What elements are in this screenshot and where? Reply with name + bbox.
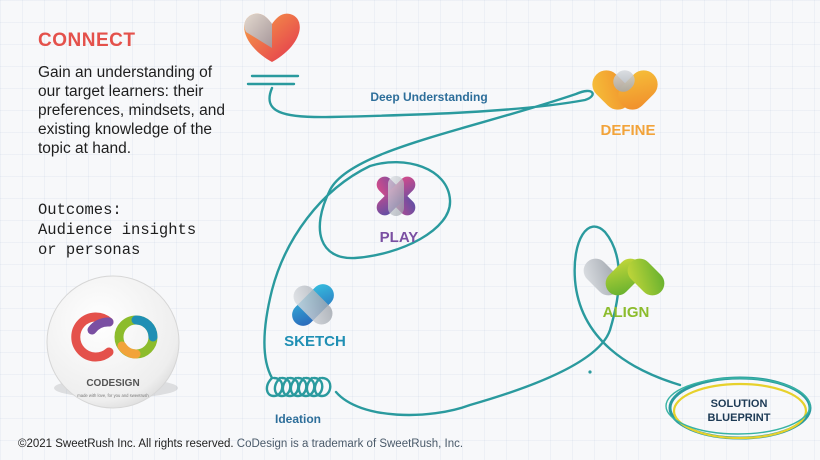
deep-understanding-label: Deep Understanding bbox=[370, 90, 487, 104]
sketch-label: SKETCH bbox=[284, 333, 346, 350]
connect-heading: CONNECT bbox=[38, 30, 136, 51]
define-label: DEFINE bbox=[600, 122, 655, 139]
codesign-logo-tagline: made with love, for you and sweetrush bbox=[77, 393, 149, 398]
connect-outcomes: Outcomes: Audience insights or personas bbox=[38, 201, 197, 259]
sketch-icon bbox=[292, 284, 334, 326]
footer-copyright: ©2021 SweetRush Inc. All rights reserved… bbox=[18, 438, 234, 450]
codesign-logo-brand: CODESIGN bbox=[86, 378, 139, 389]
solution-blueprint-label-line2: BLUEPRINT bbox=[708, 412, 771, 424]
connect-description: Gain an understanding of our target lear… bbox=[38, 64, 225, 157]
solution-blueprint-node: SOLUTION BLUEPRINT bbox=[665, 376, 812, 440]
solution-blueprint-label-line1: SOLUTION bbox=[711, 398, 768, 410]
align-label: ALIGN bbox=[603, 304, 650, 321]
ideation-label: Ideation bbox=[275, 412, 321, 426]
codesign-logo: CODESIGN made with love, for you and swe… bbox=[46, 275, 180, 409]
footer: ©2021 SweetRush Inc. All rights reserved… bbox=[18, 438, 463, 450]
define-icon bbox=[592, 70, 658, 110]
align-icon bbox=[583, 258, 665, 296]
connect-heart-icon bbox=[244, 13, 300, 62]
footer-trademark: CoDesign is a trademark of SweetRush, In… bbox=[236, 438, 464, 450]
play-label: PLAY bbox=[380, 229, 419, 246]
play-icon bbox=[376, 176, 416, 216]
